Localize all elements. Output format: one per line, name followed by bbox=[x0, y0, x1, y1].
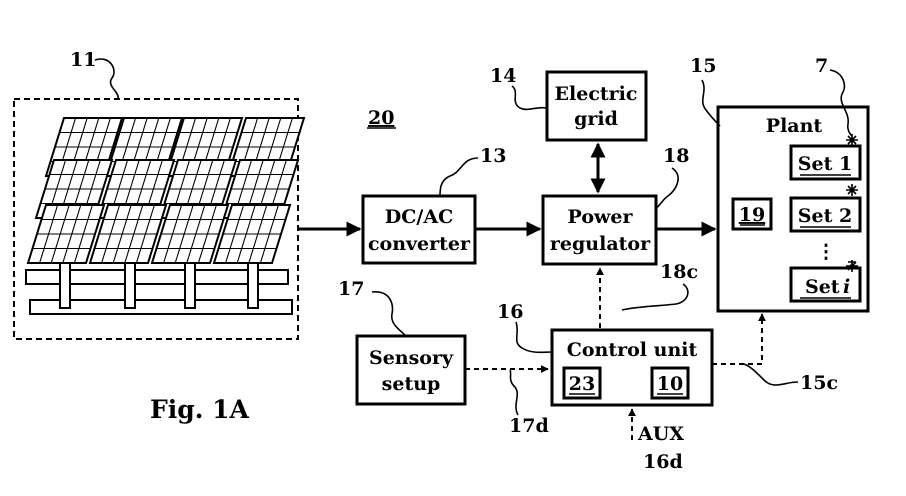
panel-pole bbox=[125, 262, 135, 308]
power-regulator-line1: Power bbox=[568, 206, 634, 228]
set-1-label: Set 1 bbox=[798, 153, 852, 175]
ref-7: 7 bbox=[815, 55, 828, 77]
aux-label: AUX bbox=[637, 423, 684, 445]
ref-15c: 15c bbox=[800, 372, 838, 394]
leader-15c bbox=[744, 364, 798, 385]
power-regulator-line2: regulator bbox=[550, 233, 651, 255]
leader-18 bbox=[656, 168, 678, 208]
ref-15: 15 bbox=[690, 55, 716, 77]
leader-11 bbox=[95, 59, 118, 99]
leader-13 bbox=[440, 158, 478, 196]
arrow-control-to-plant bbox=[712, 314, 762, 364]
control-10-label: 10 bbox=[657, 373, 683, 395]
panel-pole bbox=[60, 262, 70, 308]
plant-dots: ⋮ bbox=[817, 241, 836, 263]
sensory-line2: setup bbox=[382, 373, 441, 395]
set-i-prefix: Set bbox=[805, 276, 840, 298]
ref-18: 18 bbox=[663, 145, 689, 167]
set-i-suffix: i bbox=[843, 276, 850, 298]
electric-grid-line2: grid bbox=[574, 108, 618, 130]
leader-17d bbox=[510, 370, 518, 415]
solar-array bbox=[14, 99, 304, 339]
dc-ac-line1: DC/AC bbox=[385, 206, 453, 228]
control-unit-title: Control unit bbox=[567, 339, 698, 361]
control-23-label: 23 bbox=[569, 373, 595, 395]
plant-19-label: 19 bbox=[739, 204, 765, 226]
solar-panels-group bbox=[26, 118, 304, 314]
ref-16: 16 bbox=[497, 301, 523, 323]
ref-16d: 16d bbox=[643, 451, 683, 473]
set-2-label: Set 2 bbox=[798, 205, 852, 227]
ref-17d: 17d bbox=[509, 415, 549, 437]
sensory-line1: Sensory bbox=[369, 347, 454, 369]
panel-pole bbox=[248, 262, 258, 308]
ref-18c: 18c bbox=[660, 261, 698, 283]
electric-grid-line1: Electric bbox=[555, 83, 638, 105]
ref-14: 14 bbox=[490, 65, 516, 87]
ref-13: 13 bbox=[480, 145, 506, 167]
ref-11: 11 bbox=[70, 49, 96, 71]
leader-18c bbox=[622, 284, 688, 310]
panel-pole bbox=[185, 262, 195, 308]
dc-ac-line2: converter bbox=[368, 233, 471, 255]
ref-17: 17 bbox=[338, 278, 364, 300]
leader-16 bbox=[516, 322, 552, 352]
system-number: 20 bbox=[368, 107, 394, 129]
leader-17 bbox=[372, 292, 406, 336]
leader-14 bbox=[512, 86, 547, 109]
plant-title: Plant bbox=[766, 115, 823, 137]
figure-label: Fig. 1A bbox=[150, 395, 250, 424]
